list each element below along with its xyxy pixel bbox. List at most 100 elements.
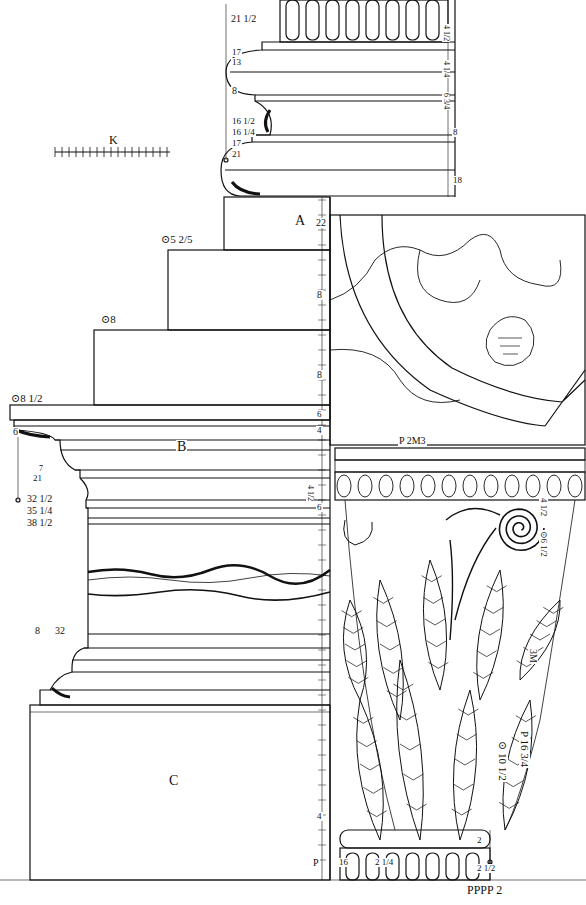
- stroke: [318, 440, 326, 441]
- stroke: [373, 597, 393, 603]
- stroke: [337, 475, 351, 497]
- stroke: [427, 641, 447, 647]
- dimension-label: ⊙8: [100, 314, 117, 325]
- dimension-label: A: [294, 214, 306, 228]
- stroke: [318, 620, 326, 621]
- dimension-label: P 16 3/4: [519, 730, 530, 768]
- stroke: [318, 245, 326, 246]
- stroke: [380, 644, 400, 650]
- stroke: [343, 627, 363, 633]
- stroke: [318, 785, 326, 786]
- stroke: [426, 0, 439, 40]
- stroke: [318, 635, 326, 636]
- dimension-label: 3M: [528, 648, 538, 664]
- dimension-label: 4 1/4: [442, 60, 450, 78]
- stroke: [505, 475, 519, 497]
- dimension-label: 32 1/2: [26, 494, 53, 504]
- stroke: [318, 800, 326, 801]
- stroke: [367, 811, 387, 817]
- stroke: [306, 0, 319, 40]
- stroke: [366, 0, 379, 40]
- stroke: [318, 695, 326, 696]
- dimension-label: 17: [231, 48, 242, 57]
- stroke: [318, 395, 326, 396]
- dimension-label: 6: [12, 427, 19, 437]
- dimension-label: 38 1/2: [26, 518, 53, 528]
- stroke: [62, 147, 63, 157]
- stroke: [318, 755, 326, 756]
- stroke: [484, 475, 498, 497]
- dimension-label: K: [108, 134, 119, 146]
- stroke: [318, 215, 326, 216]
- scale-bar: [55, 147, 170, 157]
- stroke: [318, 305, 326, 306]
- stroke: [363, 787, 383, 793]
- stroke: [318, 320, 326, 321]
- stroke: [499, 509, 544, 550]
- stroke: [326, 0, 339, 40]
- stroke: [422, 576, 442, 582]
- stroke: [516, 716, 536, 722]
- stroke: [146, 147, 147, 157]
- stroke: [318, 470, 326, 471]
- dimension-label: 32: [54, 626, 66, 636]
- stroke: [537, 621, 557, 627]
- stroke: [455, 528, 496, 620]
- stroke: [442, 475, 456, 497]
- stroke: [318, 260, 326, 261]
- stroke: [487, 586, 507, 592]
- stroke: [526, 475, 540, 497]
- dimension-label: ⊙5 2/5: [160, 234, 194, 245]
- stroke: [383, 667, 403, 673]
- stroke: [167, 147, 168, 157]
- dimension-label: 22: [315, 218, 327, 228]
- stroke: [318, 545, 326, 546]
- dimension-label: 8: [316, 290, 323, 300]
- stroke: [357, 741, 377, 747]
- capital-elevation: [335, 448, 585, 880]
- dimension-label: 2: [476, 836, 483, 845]
- stroke: [318, 200, 326, 201]
- stroke: [403, 774, 423, 780]
- stroke: [547, 475, 561, 497]
- stroke: [457, 734, 477, 740]
- dimension-label: 7: [38, 465, 44, 473]
- stroke: [318, 500, 326, 501]
- dimension-label: 4 1/2: [442, 24, 450, 42]
- stroke: [530, 634, 550, 640]
- stroke: [407, 804, 427, 810]
- stroke: [400, 475, 414, 497]
- dimension-label: B: [176, 440, 187, 454]
- stroke: [160, 147, 161, 157]
- stroke: [358, 475, 372, 497]
- stroke: [318, 575, 326, 576]
- stroke: [347, 661, 367, 667]
- stroke: [483, 607, 503, 613]
- dimension-label: 18: [452, 176, 463, 185]
- dimension-label: 4: [316, 812, 323, 821]
- stroke: [446, 853, 459, 880]
- stroke: [377, 580, 404, 720]
- stroke: [379, 475, 393, 497]
- stroke: [97, 147, 98, 157]
- stroke: [473, 672, 493, 678]
- dimension-label: PPPP 2: [466, 884, 503, 896]
- stroke: [318, 665, 326, 666]
- dimension-label: 4 1/2: [539, 497, 548, 517]
- stroke: [318, 650, 326, 651]
- dimension-label: 8: [452, 128, 459, 137]
- stroke: [111, 147, 112, 157]
- stroke: [318, 530, 326, 531]
- stroke: [346, 0, 359, 40]
- dimension-label: 16 1/4: [231, 128, 256, 137]
- stroke: [286, 0, 299, 40]
- stroke: [318, 560, 326, 561]
- stroke: [118, 147, 119, 157]
- dimension-label: ⊙ 10 1/2: [497, 740, 508, 782]
- stroke: [318, 605, 326, 606]
- dimension-label: 6 3/4: [442, 92, 450, 110]
- stroke: [421, 475, 435, 497]
- stroke: [406, 853, 419, 880]
- stroke: [318, 230, 326, 231]
- dimension-label: 13: [231, 58, 242, 67]
